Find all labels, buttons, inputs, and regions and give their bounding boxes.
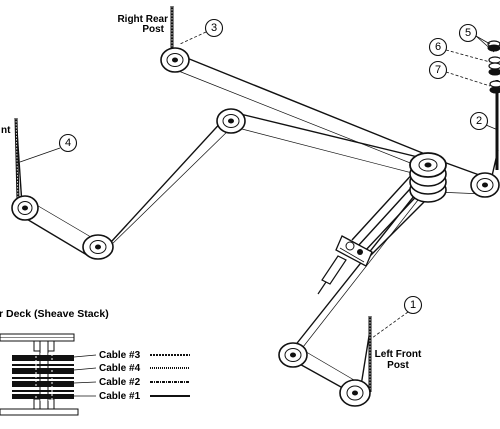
sheave-left-front [278, 342, 308, 368]
svg-text:1: 1 [410, 299, 416, 311]
cable-runs [16, 47, 499, 393]
callout-leaders [19, 31, 499, 339]
cable-segment [107, 125, 234, 249]
cable-segment [351, 169, 417, 241]
posts [14, 6, 499, 392]
label-left-front-post: Left Front Post [375, 349, 422, 371]
sheave-stack-main [409, 152, 447, 203]
cable-segment [171, 51, 426, 155]
label-right-rear-post: Right Rear Post [117, 14, 168, 35]
callout-1: 1 [403, 295, 423, 315]
callout-2: 2 [469, 111, 489, 131]
sheave-top-left [160, 47, 190, 73]
svg-text:6: 6 [435, 41, 441, 53]
cable-segment [367, 193, 433, 259]
cable-legend-item: Cable #3 [99, 350, 141, 361]
callout-6: 6 [428, 37, 448, 57]
cable-segment [289, 195, 415, 353]
label-left-rear-post-fragment: nt [1, 125, 11, 136]
left-rear-post [14, 117, 20, 201]
sheave-middle-top [216, 108, 246, 134]
sheave-stack-inset: r Deck (Sheave Stack) Cable #3 Cable #4 … [0, 308, 190, 416]
callout-4: 4 [58, 133, 78, 153]
sheave-right [470, 172, 500, 198]
svg-text:Post: Post [387, 360, 409, 371]
cable-segment [19, 214, 93, 259]
svg-text:7: 7 [435, 64, 441, 76]
callout-3: 3 [204, 18, 224, 38]
svg-text:4: 4 [65, 137, 71, 149]
cable-legend-item: Cable #1 [99, 391, 141, 402]
svg-text:Post: Post [142, 24, 164, 35]
svg-text:Left Front: Left Front [375, 349, 422, 360]
cable-segment [231, 111, 423, 159]
sheave-left [11, 195, 39, 221]
callout-7: 7 [428, 60, 448, 80]
cable-segment [237, 127, 421, 176]
svg-text:2: 2 [476, 115, 482, 127]
cable-legend-item: Cable #2 [99, 377, 141, 388]
cable-legend-item: Cable #4 [99, 363, 141, 374]
svg-text:3: 3 [211, 22, 217, 34]
sheave-stack-title: r Deck (Sheave Stack) [0, 308, 109, 320]
callout-5: 5 [458, 23, 478, 43]
cable-segment [295, 199, 419, 357]
fastener-stack [487, 40, 500, 94]
svg-text:5: 5 [465, 27, 471, 39]
sheave-bottom-left [82, 234, 114, 260]
cable-legend: Cable #3 Cable #4 Cable #2 Cable #1 [99, 350, 190, 402]
cable-segment [99, 117, 226, 255]
sheave-bottom-right [339, 379, 371, 407]
svg-text:Right Rear: Right Rear [117, 14, 168, 25]
cable-segment [27, 199, 97, 241]
cable-segment [175, 69, 429, 171]
sheaves [11, 47, 500, 407]
cylinder-assembly [317, 235, 373, 295]
